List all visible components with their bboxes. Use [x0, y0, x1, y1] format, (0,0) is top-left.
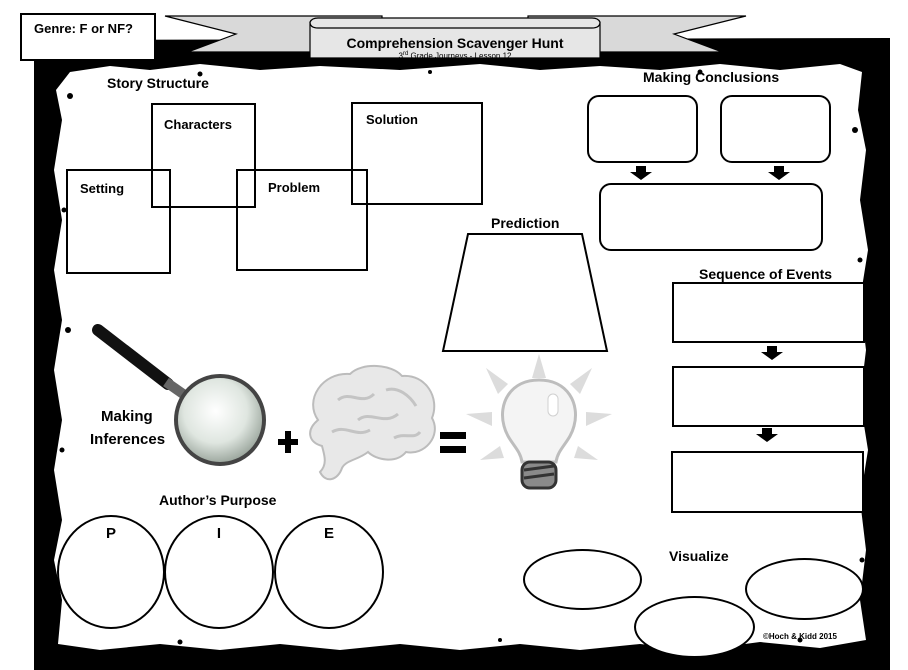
purpose-circle-i[interactable]: I — [164, 515, 274, 629]
story-structure-heading: Story Structure — [107, 75, 209, 91]
problem-box[interactable]: Problem — [236, 169, 368, 271]
visualize-oval-2[interactable] — [634, 596, 755, 658]
conclusion-clue-box-2[interactable] — [720, 95, 831, 163]
down-arrow-icon — [761, 346, 783, 360]
characters-box[interactable]: Characters — [151, 103, 256, 208]
down-arrow-icon — [630, 166, 652, 180]
solution-box[interactable]: Solution — [351, 102, 483, 205]
equals-icon — [440, 432, 466, 453]
purpose-letter-e: E — [323, 525, 334, 542]
inferences-label-2: Inferences — [90, 431, 166, 448]
purpose-letter-i: I — [216, 525, 222, 542]
visualize-oval-1[interactable] — [523, 549, 642, 610]
setting-label: Setting — [80, 181, 125, 196]
subtitle-rest: Grade Journeys - Lesson 12 — [408, 51, 512, 61]
sequence-box-1[interactable] — [672, 282, 865, 343]
making-conclusions-heading: Making Conclusions — [643, 69, 780, 85]
down-arrow-icon — [756, 428, 778, 442]
sequence-box-3[interactable] — [671, 451, 864, 513]
page-subtitle: 3rd Grade Journeys - Lesson 12 — [313, 51, 597, 61]
conclusion-clue-box-1[interactable] — [587, 95, 698, 163]
conclusion-result-box[interactable] — [599, 183, 823, 251]
purpose-circle-p[interactable]: P — [57, 515, 165, 629]
sequence-box-2[interactable] — [672, 366, 865, 427]
magnifying-glass-icon — [92, 324, 266, 466]
prediction-trapezoid[interactable] — [440, 232, 610, 354]
setting-box[interactable]: Setting — [66, 169, 171, 274]
authors-purpose-heading: Author’s Purpose — [159, 492, 277, 508]
plus-icon — [278, 431, 298, 453]
purpose-letter-p: P — [105, 525, 116, 542]
inferences-label-1: Making — [101, 408, 153, 425]
visualize-oval-3[interactable] — [745, 558, 864, 620]
brain-icon — [309, 365, 436, 481]
genre-label: Genre: F or NF? — [34, 21, 133, 36]
characters-label: Characters — [164, 117, 232, 132]
page-title: Comprehension Scavenger Hunt — [346, 35, 564, 51]
problem-label: Problem — [268, 180, 321, 195]
sequence-heading: Sequence of Events — [699, 266, 833, 282]
genre-box[interactable]: Genre: F or NF? — [20, 13, 156, 61]
solution-label: Solution — [366, 112, 418, 127]
down-arrow-icon — [768, 166, 790, 180]
subtitle-sup: rd — [402, 51, 409, 57]
visualize-heading: Visualize — [669, 548, 729, 564]
purpose-circle-e[interactable]: E — [274, 515, 384, 629]
copyright-text: ©Hoch & Kidd 2015 — [763, 632, 837, 641]
lightbulb-icon — [466, 354, 612, 490]
prediction-heading: Prediction — [491, 215, 560, 231]
subtitle-grade: 3 — [398, 51, 403, 61]
